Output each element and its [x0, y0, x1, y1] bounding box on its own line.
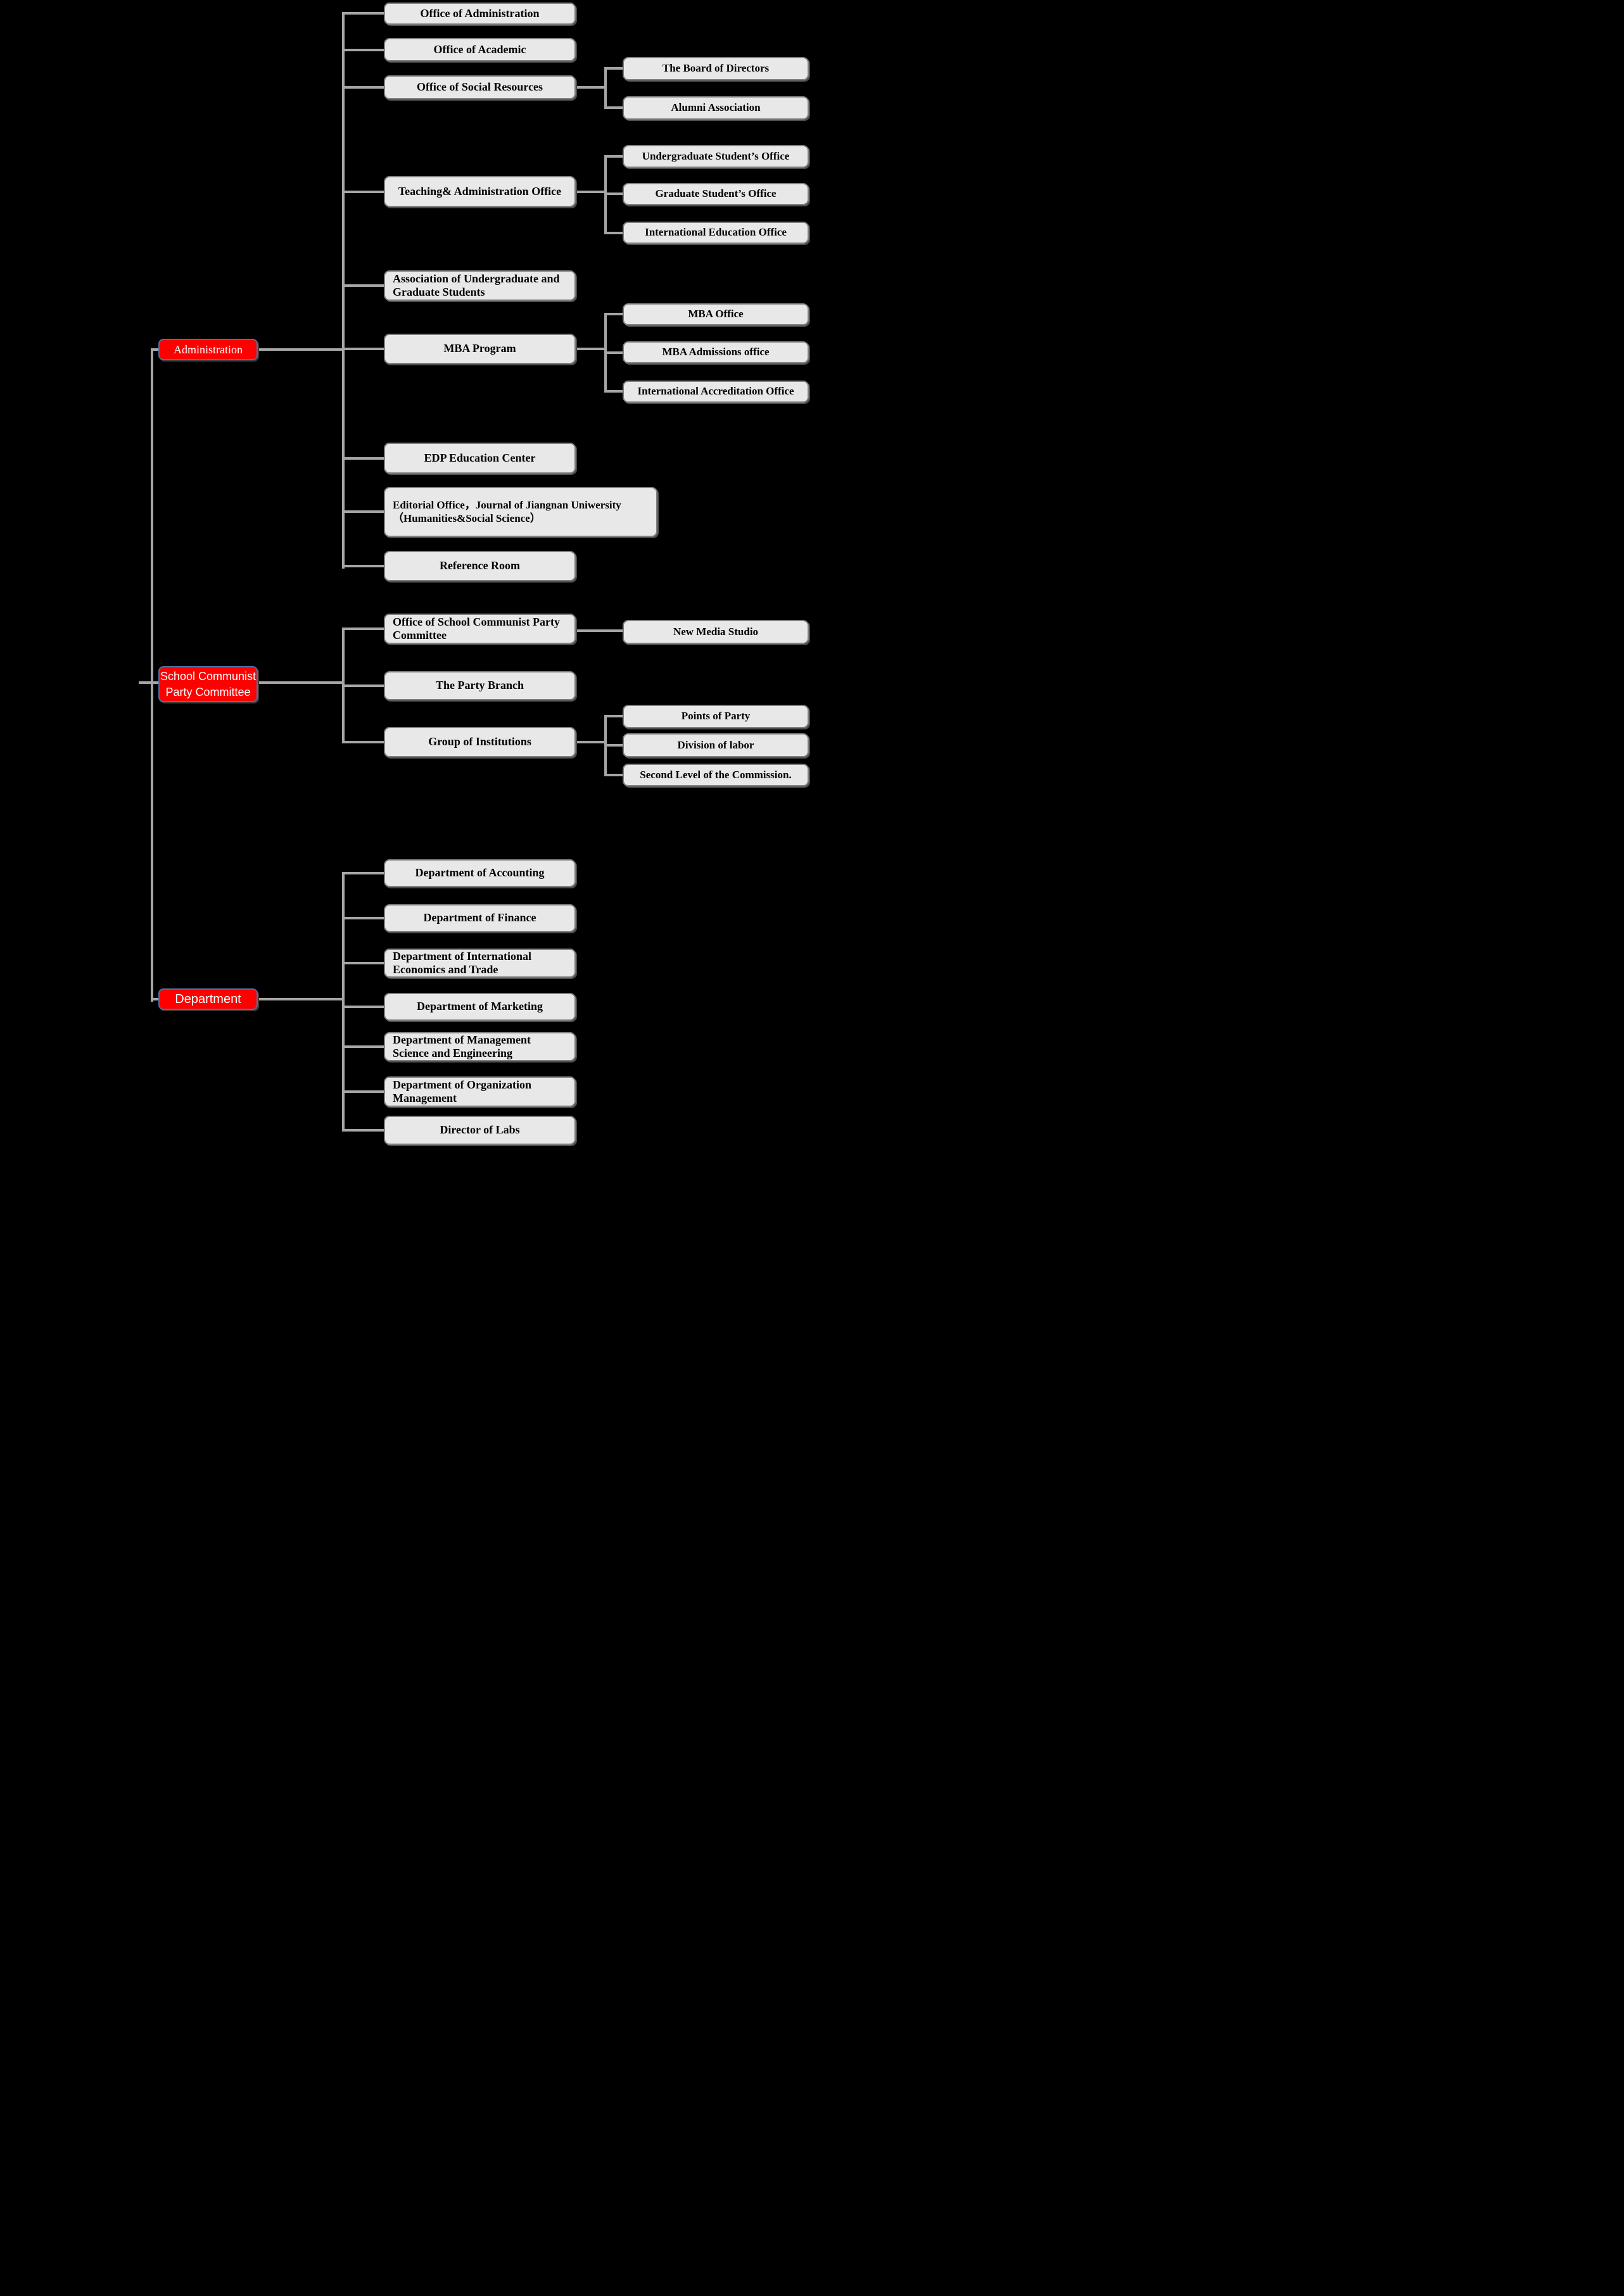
connector-line	[576, 191, 604, 193]
node-points-of-party: Points of Party	[623, 705, 809, 728]
connector-line	[576, 86, 604, 89]
node-mba-program: MBA Program	[384, 334, 576, 364]
level1-trunk-line	[151, 348, 153, 1002]
node-the-party-branch: The Party Branch	[384, 671, 576, 700]
administration-trunk-line	[342, 12, 345, 569]
node-director-of-labs: Director of Labs	[384, 1116, 576, 1145]
sub-trunk-line	[604, 715, 607, 776]
node-second-level-of-the-commission: Second Level of the Commission.	[623, 764, 809, 786]
node-the-board-of-directors: The Board of Directors	[623, 57, 809, 80]
sub-trunk-line	[604, 313, 607, 393]
connector-line	[607, 351, 623, 354]
node-department-of-marketing: Department of Marketing	[384, 993, 576, 1021]
connector-line	[258, 681, 345, 684]
node-department-of-finance: Department of Finance	[384, 904, 576, 932]
node-mba-admissions-office: MBA Admissions office	[623, 341, 809, 363]
connector-line	[258, 348, 345, 351]
node-mba-office: MBA Office	[623, 303, 809, 325]
connector-line	[607, 192, 623, 195]
node-edp-education-center: EDP Education Center	[384, 443, 576, 474]
connector-line	[576, 629, 623, 632]
connector-line	[607, 232, 623, 234]
connector-line	[345, 628, 384, 630]
node-alumni-association: Alumni Association	[623, 96, 809, 120]
connector-line	[576, 348, 604, 350]
sub-trunk-line	[604, 67, 607, 109]
node-department-of-international-economics-and-trade: Department of International Economics an…	[384, 949, 576, 978]
node-office-of-academic: Office of Academic	[384, 38, 576, 61]
node-department-of-management-science-and-engineering: Department of Management Science and Eng…	[384, 1032, 576, 1061]
connector-line	[345, 86, 384, 89]
node-teaching-administration-office: Teaching& Administration Office	[384, 176, 576, 207]
connector-line	[345, 872, 384, 874]
connector-line	[345, 962, 384, 964]
node-undergraduate-students-office: Undergraduate Student’s Office	[623, 145, 809, 168]
node-office-of-administration: Office of Administration	[384, 3, 576, 25]
connector-line	[345, 348, 384, 350]
branch-department: Department	[158, 988, 258, 1010]
org-chart: Administration School Communist Party Co…	[0, 0, 812, 1148]
connector-line	[345, 741, 384, 743]
node-division-of-labor: Division of labor	[623, 733, 809, 757]
connector-line	[345, 684, 384, 687]
connector-line	[345, 917, 384, 919]
connector-line	[607, 67, 623, 70]
connector-line	[607, 313, 623, 315]
root-connector-line	[139, 681, 158, 684]
branch-administration: Administration	[158, 339, 258, 360]
connector-line	[345, 12, 384, 15]
node-international-education-office: International Education Office	[623, 222, 809, 244]
connector-line	[607, 715, 623, 717]
node-editorial-office-journal: Editorial Office，Journal of Jiangnan Uni…	[384, 487, 657, 537]
sub-trunk-line	[604, 155, 607, 234]
connector-line	[345, 191, 384, 193]
connector-line	[258, 998, 345, 1000]
connector-line	[151, 998, 158, 1000]
connector-line	[607, 774, 623, 776]
connector-line	[345, 49, 384, 51]
connector-line	[345, 284, 384, 287]
connector-line	[345, 1006, 384, 1008]
connector-line	[607, 106, 623, 109]
node-department-of-organization-management: Department of Organization Management	[384, 1076, 576, 1107]
connector-line	[345, 1129, 384, 1132]
node-group-of-institutions: Group of Institutions	[384, 727, 576, 757]
connector-line	[345, 510, 384, 513]
node-office-of-social-resources: Office of Social Resources	[384, 75, 576, 99]
node-graduate-students-office: Graduate Student’s Office	[623, 183, 809, 205]
connector-line	[345, 1090, 384, 1093]
connector-line	[345, 565, 384, 567]
node-international-accreditation-office: International Accreditation Office	[623, 381, 809, 403]
node-association-of-undergraduate-and-graduate-students: Association of Undergraduate and Graduat…	[384, 270, 576, 301]
connector-line	[345, 1045, 384, 1048]
branch-school-communist-party-committee: School Communist Party Committee	[158, 666, 258, 702]
connector-line	[345, 457, 384, 460]
connector-line	[607, 390, 623, 393]
connector-line	[607, 744, 623, 747]
node-reference-room: Reference Room	[384, 551, 576, 581]
connector-line	[576, 741, 604, 743]
department-trunk-line	[342, 872, 345, 1132]
scpc-trunk-line	[342, 628, 345, 743]
node-department-of-accounting: Department of Accounting	[384, 859, 576, 887]
connector-line	[151, 348, 158, 351]
node-new-media-studio: New Media Studio	[623, 620, 809, 644]
node-office-of-school-communist-party-committee: Office of School Communist Party Committ…	[384, 614, 576, 644]
connector-line	[607, 155, 623, 158]
